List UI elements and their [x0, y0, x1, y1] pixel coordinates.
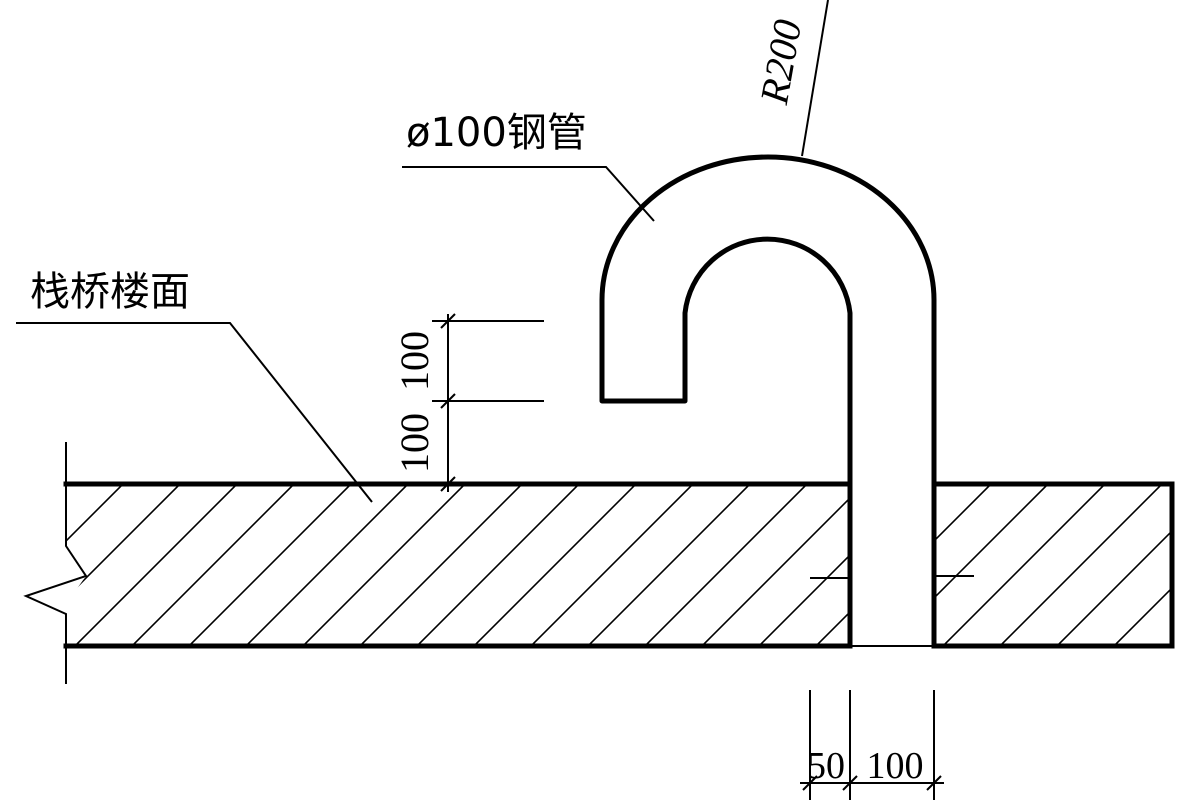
hatch-line	[934, 484, 992, 543]
hatch-line	[359, 484, 523, 646]
hatch-line	[934, 484, 935, 486]
dim-vertical-lower: 100	[392, 413, 437, 473]
hatch-line	[587, 484, 751, 646]
hatch-line	[66, 484, 181, 646]
hatch-line	[245, 484, 409, 646]
hatch-line	[701, 484, 850, 646]
rebar-marks	[810, 575, 974, 579]
hatch-line	[66, 484, 67, 646]
horizontal-dimension	[800, 690, 944, 800]
hatch-line	[1170, 641, 1174, 646]
pipe-label: ø100钢管	[406, 110, 587, 156]
hatch-line	[644, 484, 808, 646]
vertical-dimension	[432, 313, 544, 492]
deck-slab	[63, 481, 1175, 649]
steel-pipe-hook	[599, 154, 937, 649]
hatch-line	[416, 484, 580, 646]
leader-lines	[16, 0, 829, 503]
break-line	[23, 442, 88, 684]
hatch-line	[74, 484, 238, 646]
radius-label: R200	[751, 16, 810, 108]
hatch-line	[530, 484, 694, 646]
hatch-line	[1113, 584, 1174, 646]
hatch-line	[302, 484, 466, 646]
deck-hatch-left	[66, 484, 850, 646]
hatch-line	[1056, 527, 1174, 646]
dim-vertical-upper: 100	[392, 331, 437, 391]
hatch-line	[66, 484, 124, 646]
hatch-line	[758, 484, 850, 646]
hatch-line	[934, 484, 1049, 600]
hatch-line	[188, 484, 352, 646]
dim-horizontal-50: 50	[807, 745, 845, 787]
dim-horizontal-100: 100	[867, 745, 924, 787]
deck-surface-label: 栈桥楼面	[30, 269, 190, 315]
hatch-line	[815, 484, 850, 646]
hatch-line	[942, 484, 1106, 646]
deck-hatch-right	[934, 484, 1174, 646]
hatch-line	[131, 484, 295, 646]
hatch-line	[999, 484, 1163, 646]
hatch-line	[473, 484, 637, 646]
